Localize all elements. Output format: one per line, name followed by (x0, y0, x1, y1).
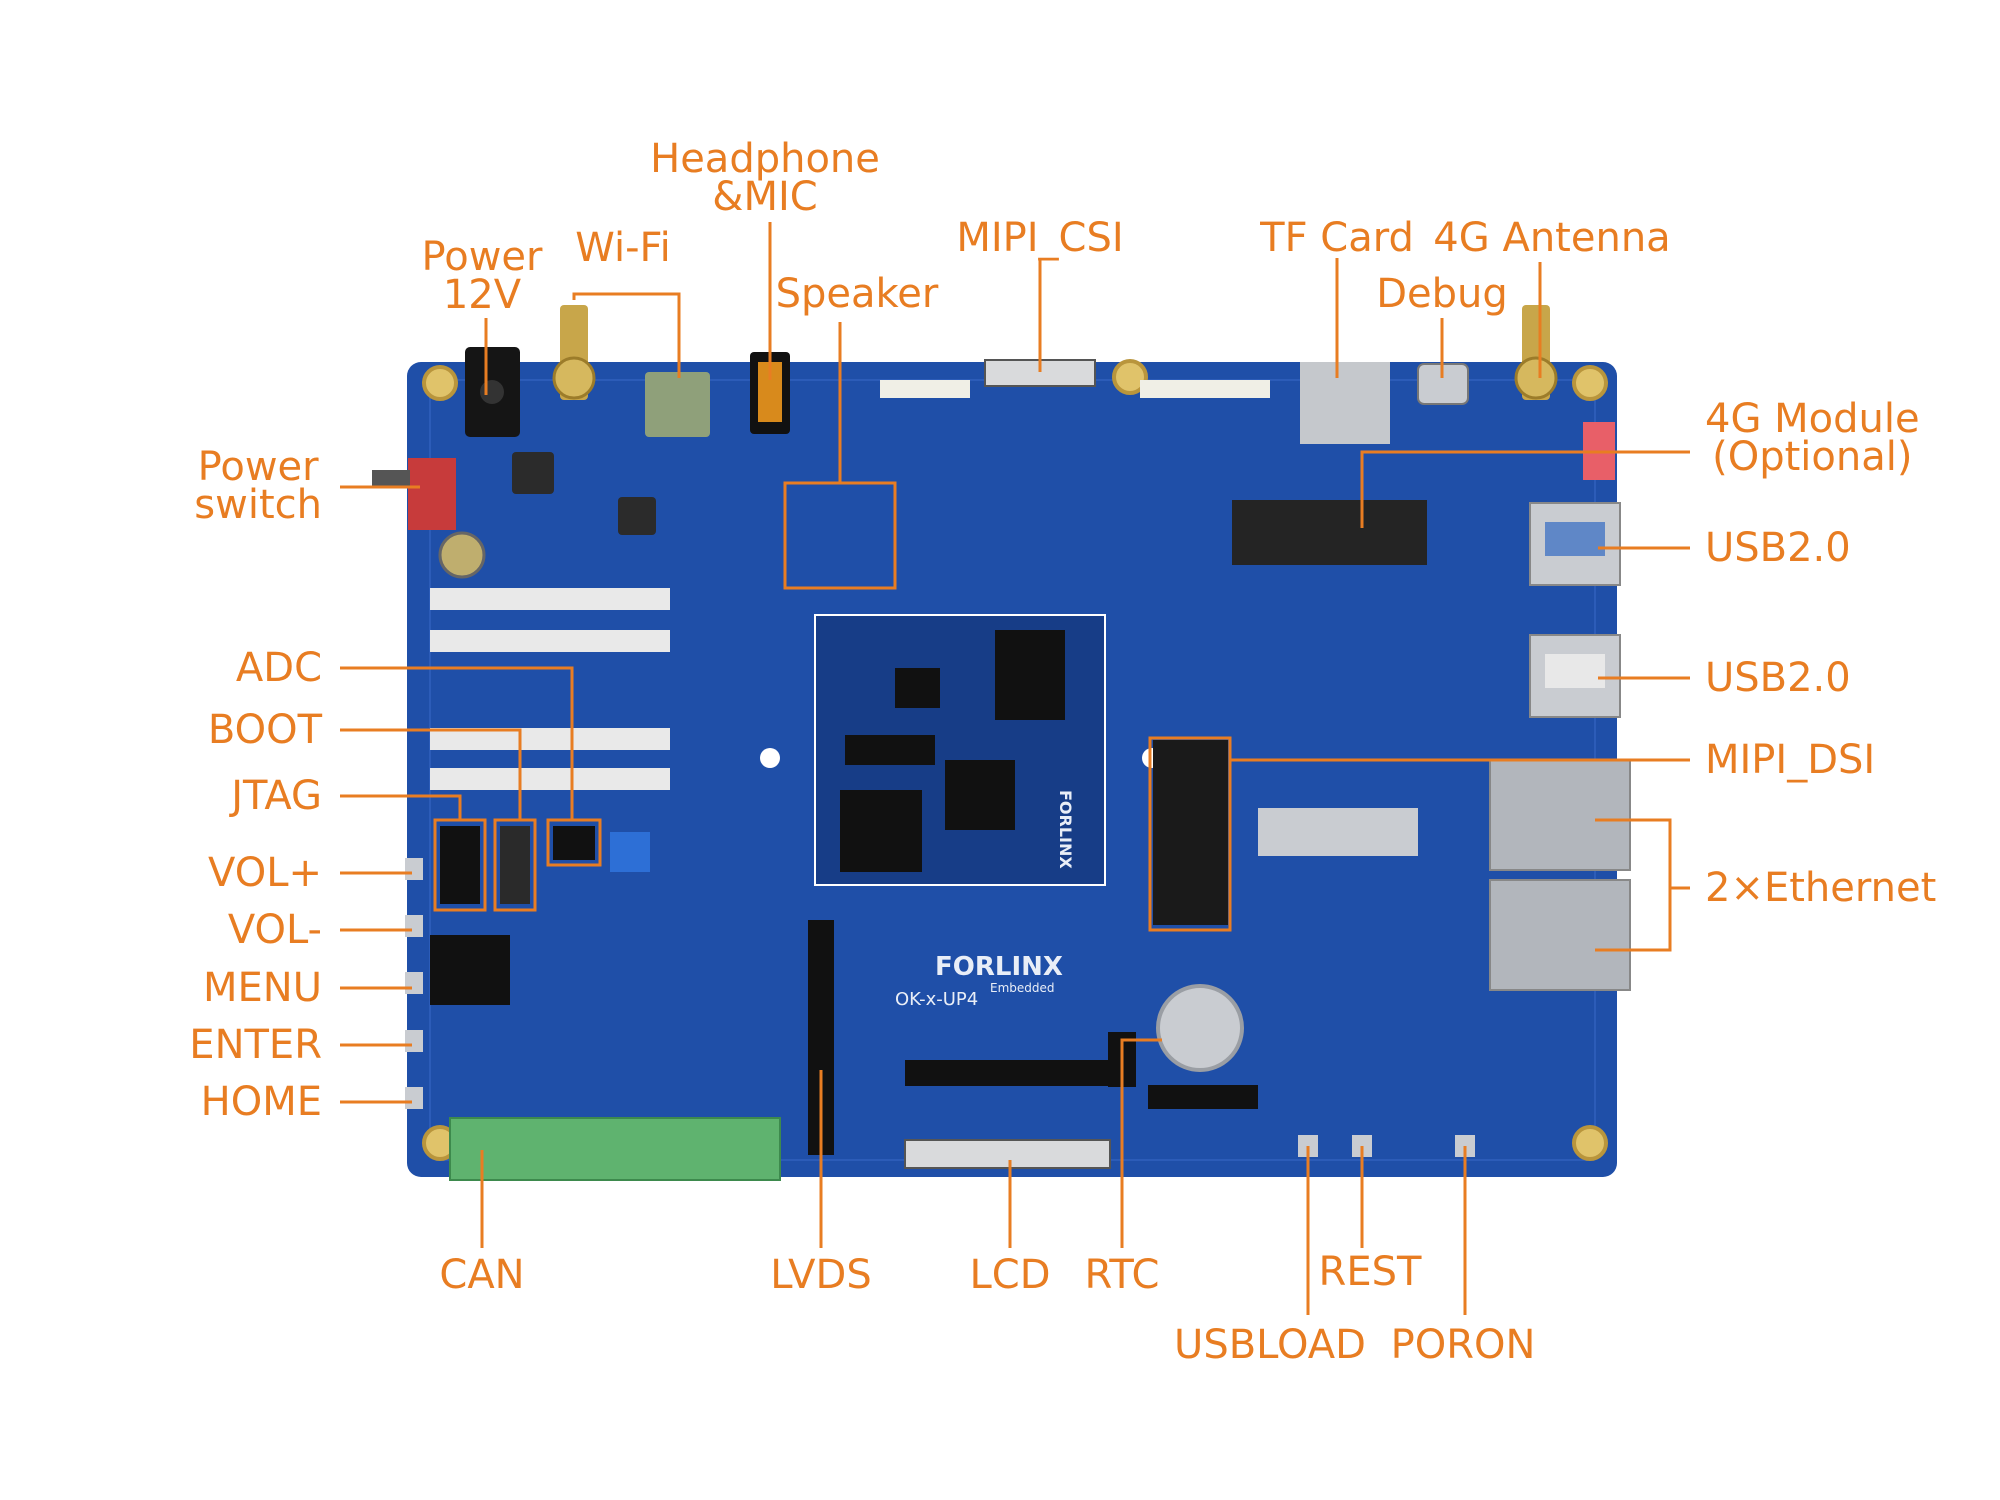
label-boot: BOOT (207, 707, 322, 753)
lead-ethernet (1595, 818, 1690, 952)
label-enter: ENTER (189, 1022, 322, 1068)
label-speaker: Speaker (775, 271, 939, 317)
label-4g-module: 4G Module (Optional) (1705, 396, 1920, 480)
adc-box (546, 818, 602, 867)
label-power-switch-line1: Power (197, 444, 319, 490)
chip (895, 668, 940, 708)
som-logo-text: FORLINX (1056, 790, 1075, 869)
io-header (905, 1060, 1110, 1086)
label-4g-module-line2: (Optional) (1712, 434, 1913, 480)
label-headphone-line2: &MIC (712, 174, 818, 220)
label-ethernet: 2×Ethernet (1705, 865, 1937, 911)
label-vol-plus: VOL+ (208, 850, 322, 896)
power-switch (408, 458, 456, 530)
lcd-connector (904, 1139, 1111, 1169)
lead-adc (340, 666, 574, 820)
leader-lines-group (340, 222, 1690, 1315)
pcie-slot (430, 768, 670, 790)
label-lcd: LCD (969, 1252, 1051, 1298)
mounting-hole (760, 748, 780, 768)
label-wifi: Wi-Fi (575, 225, 671, 271)
boot-box (493, 818, 537, 912)
label-rtc: RTC (1084, 1252, 1160, 1298)
lead-boot (340, 728, 522, 820)
label-mipi-csi: MIPI_CSI (956, 215, 1124, 261)
pcie-slot (430, 630, 670, 652)
label-poron: PORON (1390, 1322, 1536, 1368)
wifi-module (645, 372, 710, 437)
label-can: CAN (439, 1252, 525, 1298)
mounting-hole (1112, 359, 1148, 395)
forlinx-logo: FORLINX (935, 952, 1063, 982)
label-power-12v: Power 12V (421, 234, 543, 318)
board-model: OK-x-UP4 (895, 989, 978, 1010)
mounting-hole (1572, 1125, 1608, 1161)
label-power-line1: Power (421, 234, 543, 280)
edp-header (1148, 1085, 1258, 1109)
ethernet-port (1489, 759, 1631, 871)
m2-slot (1232, 500, 1427, 565)
pcie-slot (430, 588, 670, 610)
lead-rtc (1120, 1038, 1162, 1248)
rtc-battery (1156, 984, 1244, 1072)
label-power-switch: Power switch (194, 444, 322, 528)
lead-wifi (572, 292, 681, 378)
mipi-dsi-box (1148, 736, 1232, 932)
lead-jtag (340, 794, 462, 820)
tf-card-slot (1300, 362, 1390, 444)
chip (840, 790, 922, 872)
label-4g-module-line1: 4G Module (1705, 396, 1920, 442)
label-usbload: USBLOAD (1174, 1322, 1366, 1368)
label-mipi-dsi: MIPI_DSI (1705, 737, 1876, 783)
can-ic (430, 935, 510, 1005)
inductor (618, 497, 656, 535)
label-usb2-top: USB2.0 (1705, 525, 1851, 571)
potentiometer (610, 832, 650, 872)
mipi-dsi-connectors (1153, 740, 1228, 925)
label-usb2-bottom: USB2.0 (1705, 655, 1851, 701)
lead-4gmodule (1360, 450, 1690, 528)
forlinx-logo-sub: Embedded (990, 981, 1055, 995)
label-adc: ADC (235, 645, 322, 691)
pcie-slot (430, 728, 670, 750)
mounting-hole (422, 365, 458, 401)
inductor (512, 452, 554, 494)
label-power-line2: 12V (442, 272, 522, 318)
label-headphone-line1: Headphone (650, 136, 880, 182)
label-power-switch-line2: switch (194, 482, 322, 528)
label-tf-card: TF Card (1260, 215, 1414, 261)
capacitor (438, 531, 486, 579)
label-lvds: LVDS (770, 1252, 872, 1298)
chip (845, 735, 935, 765)
label-home: HOME (200, 1079, 322, 1125)
ethernet-port (1489, 879, 1631, 991)
label-vol-minus: VOL- (227, 907, 322, 953)
label-4g-antenna: 4G Antenna (1433, 215, 1671, 261)
label-debug: Debug (1376, 271, 1508, 317)
label-jtag: JTAG (231, 773, 322, 819)
chip (945, 760, 1015, 830)
label-menu: MENU (203, 965, 322, 1011)
label-rest: REST (1318, 1249, 1422, 1295)
label-headphone-mic: Headphone &MIC (650, 136, 880, 220)
mounting-hole (1572, 365, 1608, 401)
can-terminal-block (449, 1117, 781, 1181)
chip (995, 630, 1065, 720)
